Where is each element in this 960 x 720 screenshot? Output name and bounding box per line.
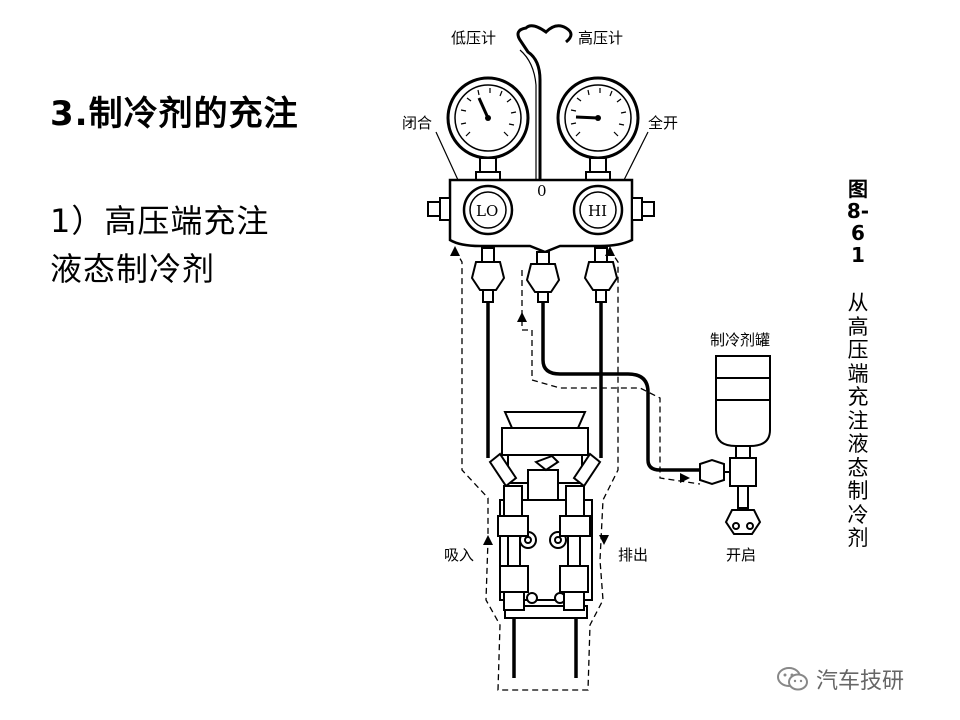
label-closed: 闭合 [402,114,432,132]
slide-subheading-line2: 液态制冷剂 [50,250,216,288]
watermark: 汽车技研 [776,664,936,694]
label-low-gauge: 低压计 [451,29,496,47]
label-hi: HI [588,202,607,220]
label-lo: LO [476,202,498,220]
manifold-fittings [470,247,619,303]
label-tank: 制冷剂罐 [710,331,770,349]
label-zero: 0 [537,182,547,200]
compressor [488,411,602,619]
manifold-body [427,178,655,254]
label-full-open: 全开 [648,114,678,132]
flow-arrows [450,246,690,545]
label-suction: 吸入 [444,546,474,564]
low-pressure-gauge [446,76,530,181]
label-high-gauge: 高压计 [578,29,623,47]
flow-path-dashed [454,249,701,691]
figure-caption: 从高压端充注液态制冷剂 [847,291,869,550]
label-discharge: 排出 [618,546,648,564]
label-open: 开启 [726,546,756,564]
gauge-capillary [516,24,573,180]
refrigerant-tank [699,355,771,535]
slide-subheading-line1: 1）高压端充注 [50,202,270,240]
slide-heading: 3.制冷剂的充注 [50,94,299,134]
figure-number: 图8-61 [846,177,870,267]
wechat-icon [777,667,808,691]
high-pressure-gauge [556,76,640,181]
watermark-text: 汽车技研 [816,669,905,694]
